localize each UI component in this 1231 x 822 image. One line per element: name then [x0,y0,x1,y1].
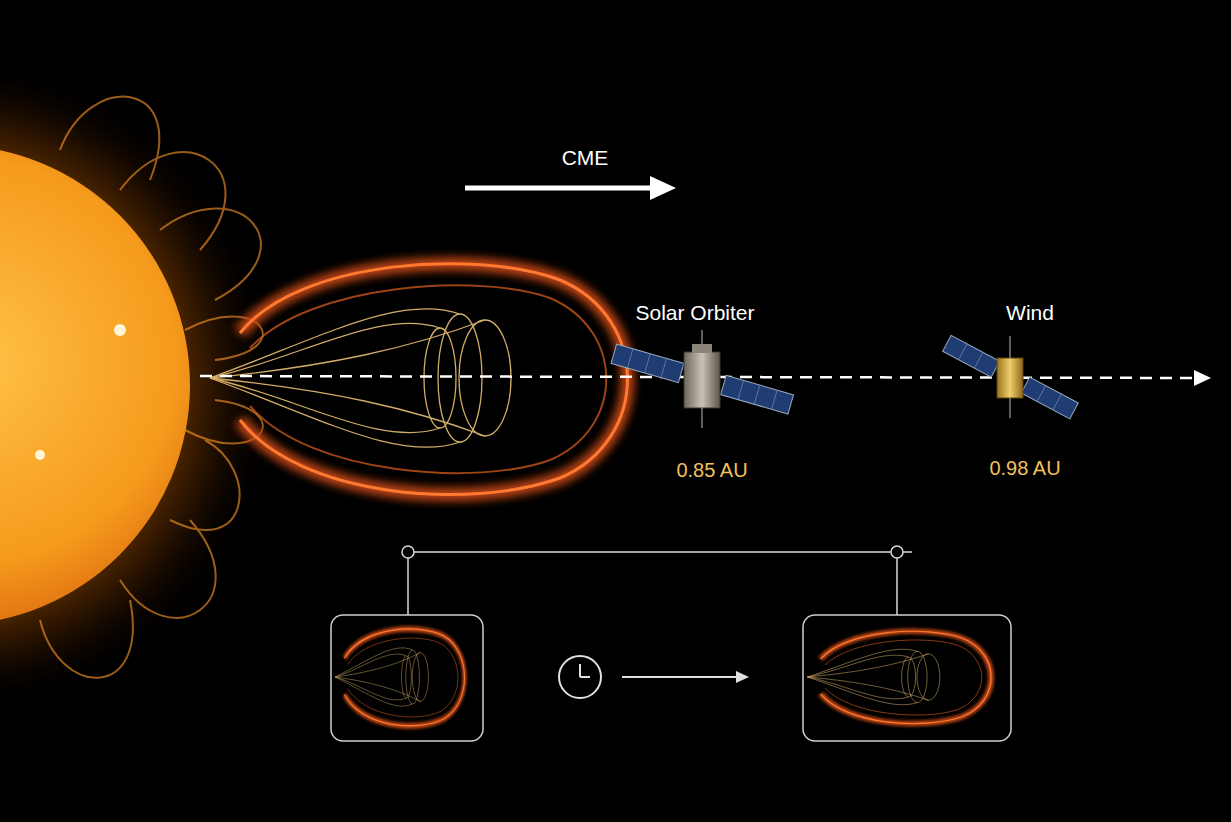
distance-label: 0.85 AU [676,459,747,482]
arrow-label: CME [562,146,609,170]
spacecraft-name: Solar Orbiter [635,301,754,325]
spacecraft-name: Wind [1006,301,1054,325]
distance-label: 0.98 AU [989,457,1060,480]
